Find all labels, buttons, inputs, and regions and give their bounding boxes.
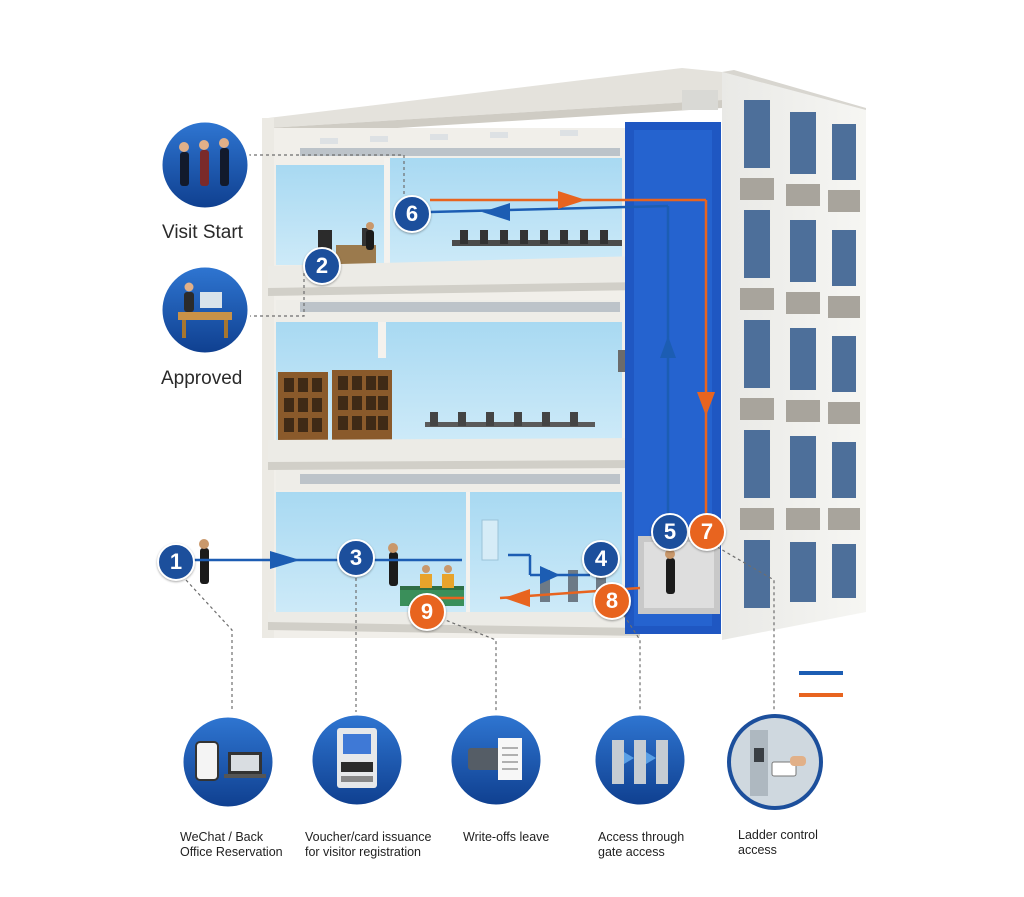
building <box>199 68 866 640</box>
legend-blue-line <box>799 671 843 675</box>
step-badge-1: 1 <box>157 543 195 581</box>
step-badge-2: 2 <box>303 247 341 285</box>
step-badge-4: 4 <box>582 540 620 578</box>
voucher-label: Voucher/card issuance for visitor regist… <box>305 830 432 859</box>
step-badge-3: 3 <box>337 539 375 577</box>
approved-label: Approved <box>161 368 243 389</box>
visit-start-label: Visit Start <box>162 222 243 243</box>
step-badge-5: 5 <box>651 513 689 551</box>
gate-label: Access through gate access <box>598 830 685 859</box>
phone-laptop-icon <box>180 714 276 810</box>
turnstile-icon <box>592 712 688 808</box>
kiosk-icon <box>309 712 405 808</box>
card-reader-icon <box>727 714 823 810</box>
legend <box>799 671 843 697</box>
connectors <box>185 154 775 712</box>
ladder-label: Ladder control access <box>738 828 818 857</box>
step-badge-9: 9 <box>408 593 446 631</box>
writeoff-label: Write-offs leave <box>463 830 550 844</box>
flow-arrows <box>192 191 715 607</box>
step-badge-8: 8 <box>593 582 631 620</box>
legend-orange-line <box>799 693 843 697</box>
approval-desk-icon <box>159 264 251 356</box>
wechat-label: WeChat / Back Office Reservation <box>180 830 283 859</box>
receipt-icon <box>448 712 544 808</box>
step-badge-7: 7 <box>688 513 726 551</box>
visitors-icon <box>159 119 251 211</box>
step-badge-6: 6 <box>393 195 431 233</box>
